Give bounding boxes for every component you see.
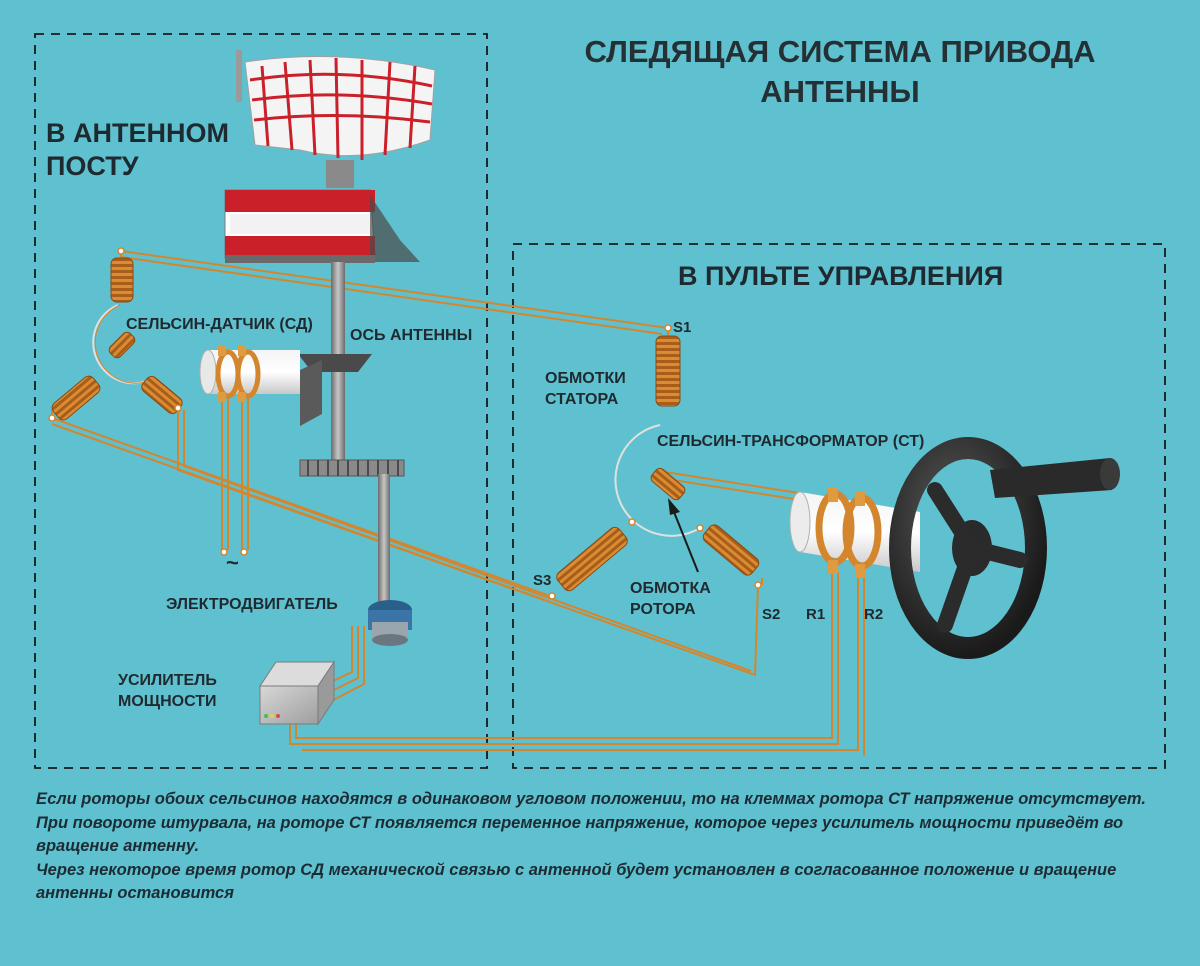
power-amplifier-label: УСИЛИТЕЛЬ МОЩНОСТИ bbox=[118, 672, 217, 710]
rotor-winding-arrow bbox=[668, 498, 699, 573]
note-line: При повороте штурвала, на роторе СТ появ… bbox=[36, 813, 1124, 856]
page-title: СЛЕДЯЩАЯ СИСТЕМА ПРИВОДА АНТЕННЫ bbox=[584, 34, 1096, 109]
wire-r2 bbox=[302, 572, 859, 751]
st-coil-left bbox=[556, 526, 628, 592]
note-line: Через некоторое время ротор СД механичес… bbox=[36, 860, 1117, 903]
wire-sd-to-s1 bbox=[120, 250, 669, 329]
antenna-axis-label: ОСЬ АНТЕННЫ bbox=[350, 327, 473, 344]
selsyn-sensor-label: СЕЛЬСИН-ДАТЧИК (СД) bbox=[126, 316, 313, 333]
zone-antenna-post-label: В АНТЕННОМ ПОСТУ bbox=[46, 118, 229, 181]
st-stator-ring bbox=[614, 424, 701, 537]
rotor-winding-label: ОБМОТКА РОТОРА bbox=[630, 580, 711, 618]
terminal-r2: R2 bbox=[864, 606, 884, 623]
st-coil-right bbox=[702, 524, 760, 576]
antenna-post-border bbox=[34, 33, 488, 769]
note-line: Если роторы обоих сельсинов находятся в … bbox=[36, 790, 1146, 808]
selsyn-transformer-label: СЕЛЬСИН-ТРАНСФОРМАТОР (СТ) bbox=[657, 433, 925, 450]
ac-symbol: ~ bbox=[226, 550, 239, 575]
electric-motor-icon bbox=[368, 600, 412, 646]
explanation-notes: Если роторы обоих сельсинов находятся в … bbox=[36, 788, 1166, 906]
zone-control-panel-label: В ПУЛЬТЕ УПРАВЛЕНИЯ bbox=[678, 261, 1004, 291]
wire-sd-to-s2 bbox=[177, 410, 759, 677]
stator-windings-label: ОБМОТКИ СТАТОРА bbox=[545, 370, 626, 408]
terminal-s1: S1 bbox=[673, 319, 692, 336]
handwheel[interactable] bbox=[889, 437, 1120, 659]
terminal-s2: S2 bbox=[762, 606, 781, 623]
wire-r1 bbox=[295, 572, 833, 739]
sd-coils bbox=[51, 257, 183, 421]
electric-motor-label: ЭЛЕКТРОДВИГАТЕЛЬ bbox=[166, 596, 338, 613]
wire-sd-to-s3 bbox=[51, 417, 551, 597]
sd-shaft bbox=[199, 349, 300, 395]
st-coils bbox=[556, 335, 760, 592]
radar-antenna bbox=[224, 50, 436, 263]
terminal-dots bbox=[48, 247, 762, 600]
gear-train bbox=[299, 459, 405, 477]
terminal-s3: S3 bbox=[533, 572, 552, 589]
control-panel-border bbox=[512, 243, 1166, 769]
sd-slip-rings bbox=[215, 349, 261, 399]
terminal-r1: R1 bbox=[806, 606, 826, 623]
sd-coil-top bbox=[110, 257, 134, 303]
wire-sd-rotor-ac bbox=[221, 372, 249, 550]
st-rotor-coil bbox=[650, 467, 686, 501]
power-amplifier-box bbox=[259, 660, 335, 726]
st-coil-top bbox=[655, 335, 681, 407]
motor-shaft bbox=[378, 474, 390, 604]
sd-coil-left bbox=[51, 375, 101, 421]
sd-rotor-coil bbox=[108, 331, 136, 359]
